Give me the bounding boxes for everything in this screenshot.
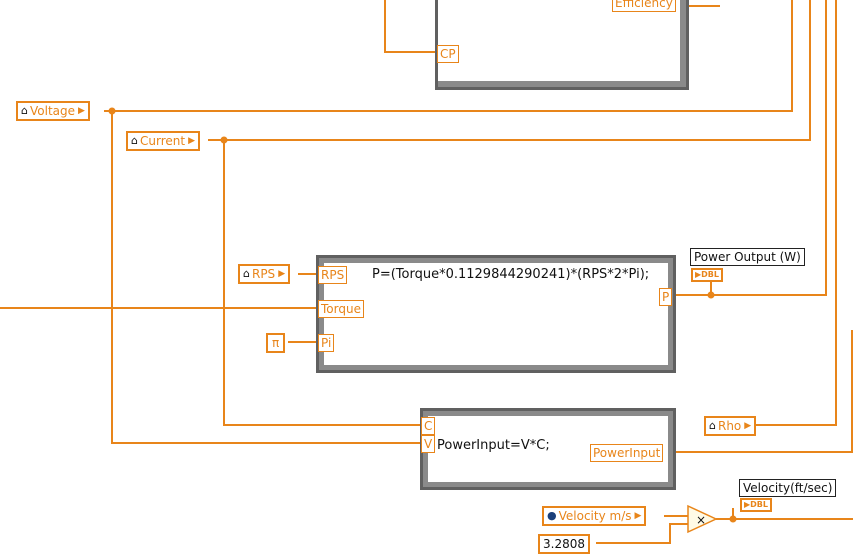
wire-current xyxy=(208,0,811,141)
conversion-value: 3.2808 xyxy=(543,537,585,551)
power-formula-node[interactable] xyxy=(316,255,676,373)
power-output-indicator[interactable]: ▶DBL xyxy=(691,268,723,282)
input-rps-terminal[interactable]: RPS xyxy=(318,266,348,284)
current-label: Current xyxy=(139,134,186,148)
voltage-local-variable[interactable]: ⌂ Voltage ▶ xyxy=(16,101,90,121)
wire-rho xyxy=(756,0,837,426)
rho-local-variable[interactable]: ⌂ Rho ▶ xyxy=(704,416,757,436)
input-pi-terminal[interactable]: Pi xyxy=(318,334,335,352)
powerinput-formula-node[interactable] xyxy=(420,408,676,490)
terminal-arrow-icon: ▶ xyxy=(695,270,702,279)
terminal-arrow-icon: ▶ xyxy=(278,269,286,279)
power-output-type: DBL xyxy=(701,270,719,279)
terminal-arrow-icon: ▶ xyxy=(634,511,642,521)
house-icon: ⌂ xyxy=(21,104,28,117)
house-icon: ⌂ xyxy=(243,267,250,280)
input-torque-terminal[interactable]: Torque xyxy=(318,300,364,318)
terminal-arrow-icon: ▶ xyxy=(78,106,85,116)
terminal-arrow-icon: ▶ xyxy=(744,421,752,431)
wire-cp xyxy=(384,0,436,53)
top-formula-node xyxy=(435,0,689,90)
wire-voltage-down xyxy=(111,111,420,444)
terminal-arrow-icon: ▶ xyxy=(744,500,751,509)
house-icon: ⌂ xyxy=(131,134,138,147)
wire-current-down xyxy=(223,140,420,426)
velocity-output-type: DBL xyxy=(750,500,768,509)
velocity-output-label: Velocity(ft/sec) xyxy=(739,479,837,497)
power-output-label: Power Output (W) xyxy=(690,248,805,266)
pi-label: π xyxy=(272,336,280,350)
terminal-arrow-icon: ▶ xyxy=(188,136,195,146)
top-node-efficiency-terminal[interactable]: Efficiency xyxy=(612,0,676,12)
rps-local-variable[interactable]: ⌂ RPS ▶ xyxy=(238,264,291,284)
wire-const xyxy=(596,523,688,544)
svg-text:×: × xyxy=(696,513,706,527)
output-p-terminal[interactable]: P xyxy=(659,288,673,306)
top-node-cp-terminal[interactable]: CP xyxy=(437,45,459,63)
multiply-node: × xyxy=(687,504,718,534)
velocity-global-variable[interactable]: ● Velocity m/s ▶ xyxy=(542,506,647,526)
current-local-variable[interactable]: ⌂ Current ▶ xyxy=(126,131,200,151)
wire-p xyxy=(675,0,827,296)
wire-voltage xyxy=(104,0,793,112)
input-c-terminal[interactable]: C xyxy=(421,417,436,435)
rho-label: Rho xyxy=(717,419,742,433)
input-v-terminal[interactable]: V xyxy=(421,435,436,453)
power-formula-expression: P=(Torque*0.1129844290241)*(RPS*2*Pi); xyxy=(372,267,650,282)
house-icon: ⌂ xyxy=(709,419,716,432)
velocity-output-indicator[interactable]: ▶DBL xyxy=(740,498,772,512)
pi-constant[interactable]: π xyxy=(266,333,286,353)
conversion-constant[interactable]: 3.2808 xyxy=(538,534,590,554)
voltage-label: Voltage xyxy=(29,104,75,118)
rps-label: RPS xyxy=(251,267,276,281)
globe-icon: ● xyxy=(547,509,557,522)
output-powerinput-terminal[interactable]: PowerInput xyxy=(590,444,664,462)
velocity-label: Velocity m/s xyxy=(558,509,632,523)
powerinput-formula-expression: PowerInput=V*C; xyxy=(437,438,550,453)
